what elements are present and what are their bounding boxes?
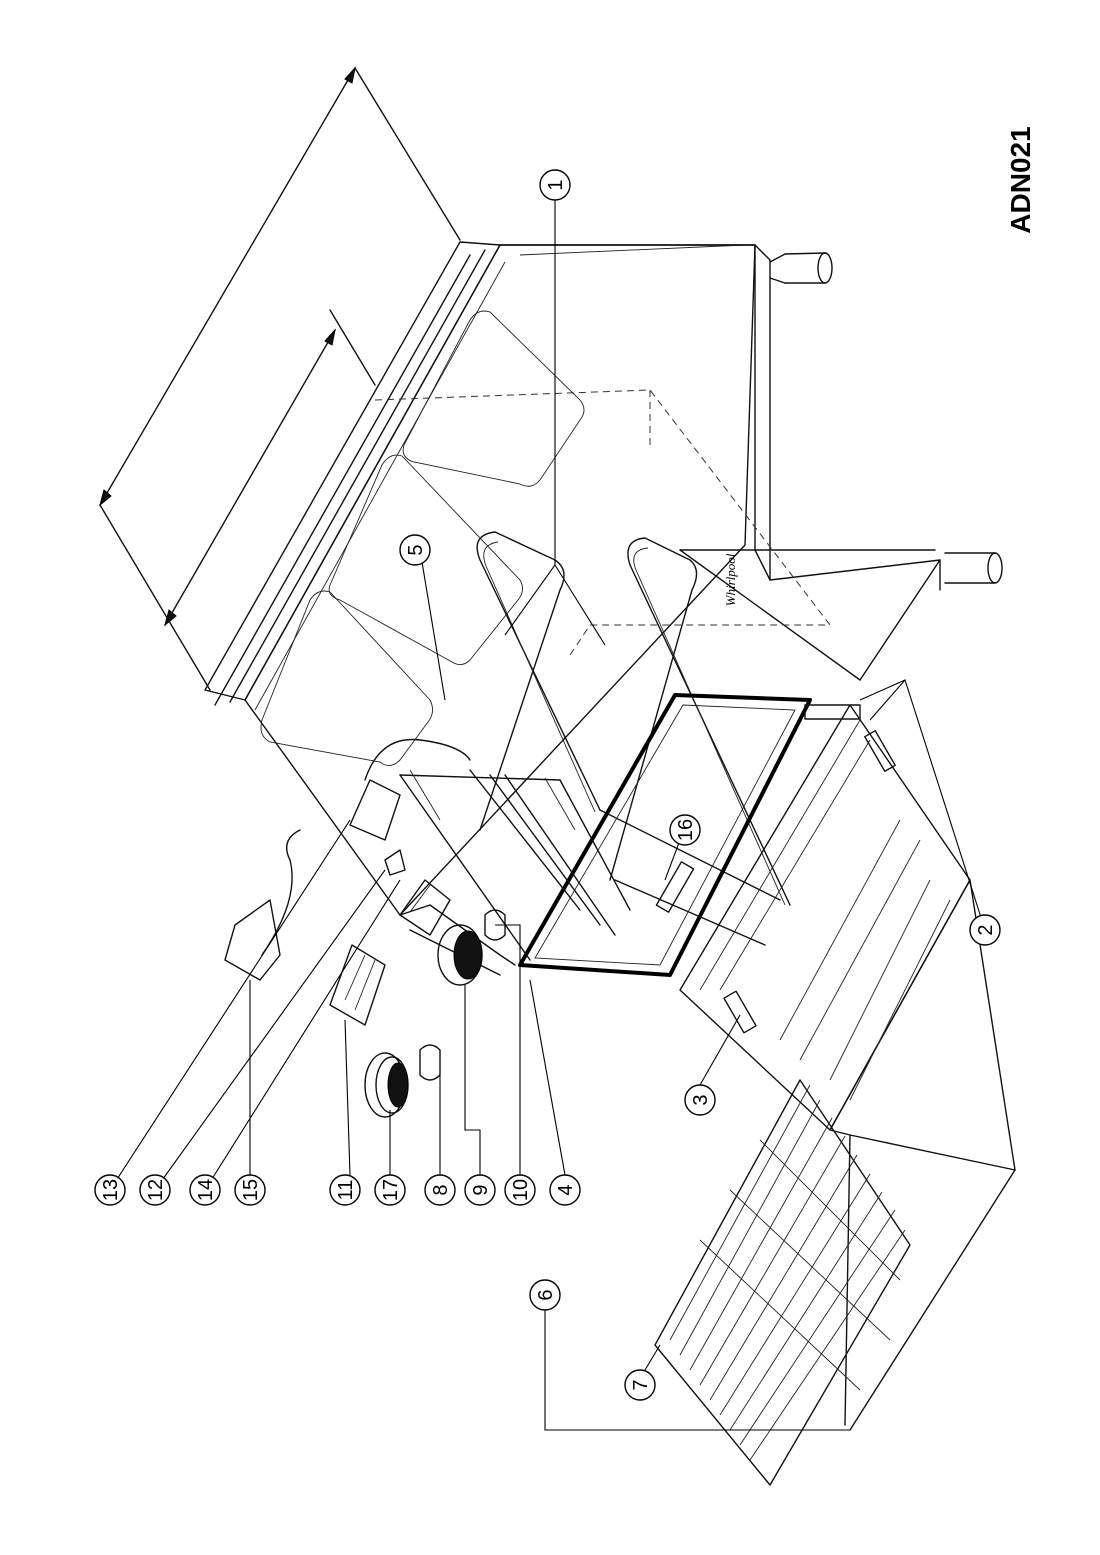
control-knob-17 xyxy=(364,1052,409,1118)
switch-13 xyxy=(349,738,471,841)
callout-2: 2 xyxy=(969,914,1001,946)
heating-element xyxy=(476,531,791,946)
callout-13: 13 xyxy=(94,1174,126,1206)
clip-12 xyxy=(384,849,406,876)
callout-12: 12 xyxy=(139,1174,171,1206)
callout-1: 1 xyxy=(539,169,571,201)
dimension-arrowhead xyxy=(344,66,356,84)
door-seal xyxy=(518,693,812,977)
dimension-arrowhead xyxy=(324,328,336,346)
svg-text:8: 8 xyxy=(430,1184,452,1195)
lamp-8 xyxy=(419,1044,441,1081)
svg-text:4: 4 xyxy=(555,1184,577,1195)
lamp-holder-10 xyxy=(484,909,506,941)
oven-shelf-grill xyxy=(654,1079,911,1486)
selector-switch-11 xyxy=(329,944,386,1026)
control-knob-9 xyxy=(437,924,483,986)
dimension-lines xyxy=(99,66,461,691)
callout-5: 5 xyxy=(399,534,431,566)
oven-foot xyxy=(944,552,1003,584)
callout-11: 11 xyxy=(329,1174,361,1206)
hinge-bracket xyxy=(723,704,896,1034)
oven-cabinet: Whirlpool xyxy=(374,244,1003,681)
callout-7: 7 xyxy=(624,1369,656,1401)
svg-text:15: 15 xyxy=(240,1179,262,1201)
thermostat-15 xyxy=(224,829,301,981)
oven-door xyxy=(679,704,1016,1431)
callout-16: 16 xyxy=(669,814,701,846)
dimension-arrowhead xyxy=(99,489,112,507)
brand-logo: Whirlpool xyxy=(723,553,738,606)
callout-3: 3 xyxy=(684,1084,716,1116)
svg-text:12: 12 xyxy=(145,1179,167,1201)
svg-text:7: 7 xyxy=(630,1379,652,1390)
svg-text:10: 10 xyxy=(510,1179,532,1201)
callout-9: 9 xyxy=(464,1174,496,1206)
callout-6: 6 xyxy=(529,1279,561,1311)
callout-10: 10 xyxy=(504,1174,536,1206)
callout-4: 4 xyxy=(549,1174,581,1206)
svg-text:2: 2 xyxy=(975,924,997,935)
oven-cavity xyxy=(399,693,812,977)
callout-17: 17 xyxy=(374,1174,406,1206)
svg-text:3: 3 xyxy=(690,1094,712,1105)
svg-text:5: 5 xyxy=(405,544,427,555)
oven-top-surface xyxy=(204,241,756,916)
drawing-code: ADN021 xyxy=(1005,126,1036,233)
svg-text:17: 17 xyxy=(380,1179,402,1201)
door-handle-bracket-16 xyxy=(655,861,695,913)
svg-text:6: 6 xyxy=(535,1289,557,1300)
svg-text:9: 9 xyxy=(470,1184,492,1195)
switch-14 xyxy=(399,879,451,936)
svg-text:16: 16 xyxy=(675,819,697,841)
callout-8: 8 xyxy=(424,1174,456,1206)
svg-text:1: 1 xyxy=(545,179,567,190)
leader-lines xyxy=(109,200,986,1431)
svg-text:11: 11 xyxy=(335,1180,357,1201)
oven-foot xyxy=(769,252,833,284)
svg-text:13: 13 xyxy=(100,1179,122,1201)
callout-14: 14 xyxy=(189,1174,221,1206)
svg-text:14: 14 xyxy=(195,1179,217,1201)
callout-15: 15 xyxy=(234,1174,266,1206)
